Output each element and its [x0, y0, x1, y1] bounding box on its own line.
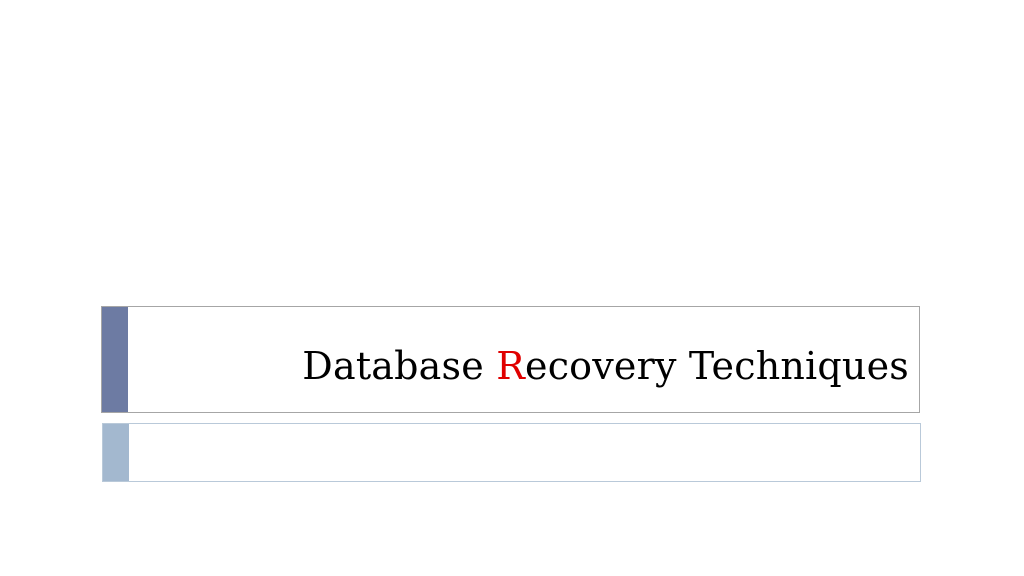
subtitle-box — [102, 423, 921, 482]
title-highlight-letter: R — [496, 344, 526, 388]
title-box: Database Recovery Techniques — [101, 306, 920, 413]
title-prefix: Database — [302, 344, 497, 388]
title-suffix: ecovery Techniques — [525, 344, 909, 388]
subtitle-accent-bar — [103, 424, 129, 481]
title-accent-bar — [102, 307, 128, 412]
slide-title: Database Recovery Techniques — [302, 343, 909, 389]
